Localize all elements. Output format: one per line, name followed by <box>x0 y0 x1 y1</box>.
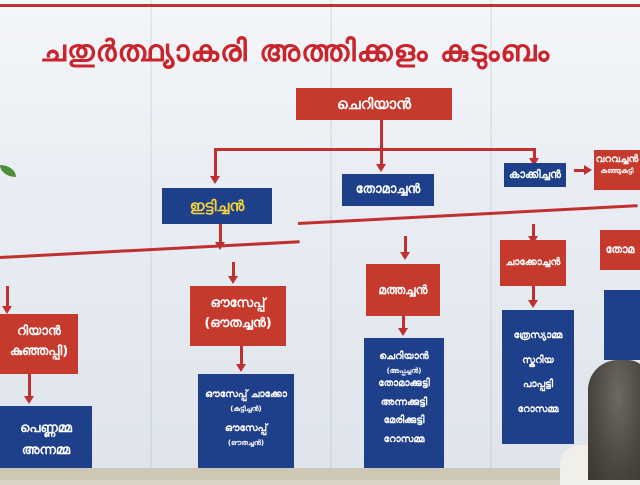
node-gen2-a-line1: റിയാൻ <box>17 324 61 339</box>
node-gen2-b-line1: ഔസേപ്പ് <box>210 296 266 311</box>
node-gen3-d-3: റോസമ്മ <box>517 403 559 415</box>
arrow-gen3-a <box>24 396 34 404</box>
node-gen3-b-0: ഔസേപ്പ് ചാക്കോ <box>205 389 287 400</box>
banner-top-border <box>0 4 640 7</box>
node-gen3-d-1: സ്കറിയ <box>522 354 554 366</box>
node-gen3-b-3: (ഔതച്ചൻ) <box>227 438 265 447</box>
connector-gen3-b <box>240 346 243 366</box>
connector-gen1-far-right <box>574 169 586 172</box>
connector-gen2-d <box>532 224 535 238</box>
arrow-gen1-far-right <box>584 165 592 175</box>
connector-gen2-c <box>404 236 407 254</box>
connector-gen3-d <box>532 286 535 302</box>
node-gen2-d: ചാക്കോച്ചൻ <box>500 240 566 286</box>
node-gen2-b: ഔസേപ്പ് (ഔതച്ചൻ) <box>190 286 286 346</box>
node-gen3-b: ഔസേപ്പ് ചാക്കോ (കുട്ടിച്ചൻ) ഔസേപ്പ് (ഔതച… <box>198 374 294 470</box>
node-gen3-c-4: മേരിക്കുട്ടി <box>383 415 425 427</box>
node-gen3-a: പെണ്ണമ്മ അന്നമ്മ <box>0 406 92 470</box>
node-gen3-b-2: ഔസേപ്പ് <box>224 423 268 435</box>
node-gen2-e: തോമ <box>600 230 640 270</box>
arrow-gen2-b <box>228 276 238 284</box>
node-gen1-far-right-sub: കുഞ്ഞുകുട്ടി <box>600 166 634 175</box>
arrow-gen3-c <box>398 328 408 336</box>
node-gen3-d-0: ത്രേസ്യാമ്മ <box>513 330 563 341</box>
arrow-gen2-c <box>400 252 410 260</box>
arrow-gen3-d <box>528 300 538 308</box>
banner-fold <box>490 0 492 472</box>
arrow-gen2-a <box>2 306 12 314</box>
node-gen1-right: കാക്കിച്ചൻ <box>504 163 566 187</box>
family-tree-banner: ചതുർത്ഥ്യാകരി അത്തിക്കളം കുടുംബം ചെറിയാൻ… <box>0 0 640 472</box>
connector-gen2-bar-right <box>297 204 638 225</box>
node-gen2-a: റിയാൻ കുഞ്ഞപ്പി) <box>0 314 78 374</box>
node-gen1-left: ഇട്ടിച്ചൻ <box>162 188 272 224</box>
arrow-gen1-center <box>376 164 386 172</box>
arrow-gen3-b <box>236 364 246 372</box>
node-root: ചെറിയാൻ <box>296 88 452 120</box>
arrow-gen1-left <box>210 176 220 184</box>
node-gen3-a-0: പെണ്ണമ്മ <box>20 421 72 436</box>
node-gen3-d-2: പാപ്പട്ടി <box>522 379 554 390</box>
connector-gen1-right <box>533 148 536 160</box>
floor <box>0 468 640 480</box>
connector-gen1-center <box>380 150 383 166</box>
connector-root-down <box>380 120 383 150</box>
connector-gen2-a <box>6 286 9 308</box>
connector-gen3-a <box>28 374 31 398</box>
node-gen3-c-1: (അപ്പച്ചൻ) <box>386 366 422 375</box>
banner-fold <box>150 0 152 472</box>
node-gen3-c-0: ചെറിയാൻ <box>379 351 429 362</box>
node-gen3-b-1: (കുട്ടിച്ചൻ) <box>230 404 262 413</box>
connector-gen3-c <box>402 316 405 330</box>
arrow-gen1-right <box>529 158 539 166</box>
banner-title: ചതുർത്ഥ്യാകരി അത്തിക്കളം കുടുംബം <box>40 34 551 69</box>
node-gen3-c-3: അന്നക്കുട്ടി <box>380 396 428 408</box>
connector-gen2-b <box>232 262 235 278</box>
node-gen3-a-1: അന്നമ്മ <box>21 443 71 459</box>
leaf-decoration <box>0 165 16 177</box>
node-gen3-d: ത്രേസ്യാമ്മ സ്കറിയ പാപ്പട്ടി റോസമ്മ <box>502 310 574 444</box>
node-gen2-a-line2: കുഞ്ഞപ്പി) <box>9 344 69 360</box>
connector-gen1-bar <box>214 148 536 151</box>
node-gen1-far-right: വറവച്ചൻ കുഞ്ഞുകുട്ടി <box>594 150 640 190</box>
node-gen1-center: തോമാച്ചൻ <box>342 174 434 206</box>
node-gen1-far-right-label: വറവച്ചൻ <box>595 154 639 165</box>
banner-fold <box>330 0 332 472</box>
node-gen2-c: മത്തച്ചൻ <box>366 264 440 316</box>
node-gen3-c: ചെറിയാൻ (അപ്പച്ചൻ) തോമാക്കുട്ടി അന്നക്കു… <box>364 338 444 468</box>
connector-gen1-left <box>214 148 217 176</box>
node-gen3-c-5: റോസമ്മ <box>383 433 425 445</box>
node-gen2-b-line2: (ഔതച്ചൻ) <box>204 316 272 332</box>
node-gen3-e <box>604 290 640 360</box>
node-gen3-c-2: തോമാക്കുട്ടി <box>378 378 430 390</box>
connector-gen1-left-down <box>219 224 222 244</box>
person-head <box>588 360 640 480</box>
